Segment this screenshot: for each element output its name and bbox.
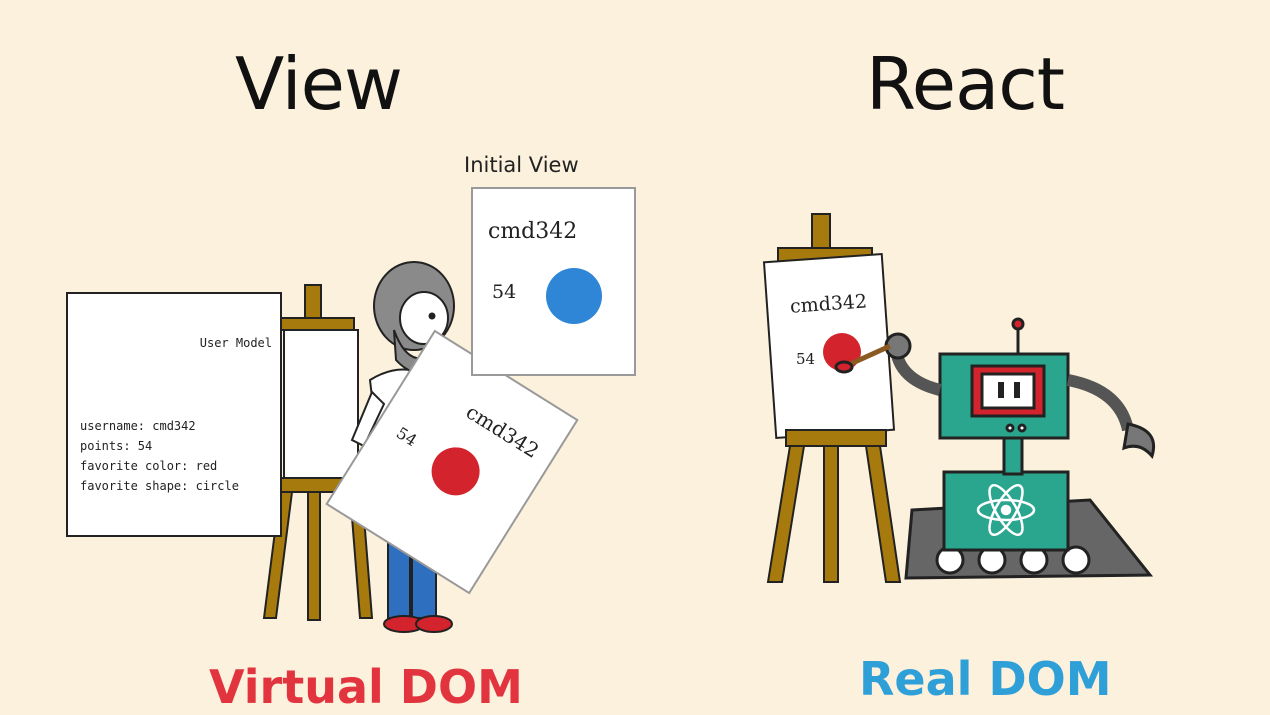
initial-view-label: Initial View: [464, 153, 579, 177]
robot: [834, 317, 1155, 580]
virtual-dom-caption: Virtual DOM: [209, 660, 523, 714]
right-easel: [762, 213, 902, 583]
initial-view-points: 54: [492, 281, 516, 303]
real-dom-caption: Real DOM: [859, 652, 1112, 706]
canvas-username: cmd342: [789, 290, 867, 317]
react-canvas: cmd342 54: [789, 290, 868, 371]
react-title: React: [866, 42, 1065, 126]
view-title: View: [235, 42, 403, 126]
react-logo-icon: [976, 483, 1036, 537]
left-easel: [262, 284, 374, 621]
user-model-box: User Model username: cmd342 points: 54 f…: [66, 292, 282, 537]
user-model-title: User Model: [199, 336, 272, 350]
initial-view-circle: [546, 268, 602, 324]
updated-view-circle: [431, 447, 480, 496]
updated-view-card: cmd342 54: [325, 329, 579, 595]
initial-view-username: cmd342: [488, 219, 577, 244]
user-model-fields: username: cmd342 points: 54 favorite col…: [80, 416, 239, 496]
user-model-line: favorite shape: circle: [80, 479, 239, 493]
user-model-line: points: 54: [80, 439, 153, 453]
initial-view-card: cmd342 54: [471, 187, 636, 376]
canvas-points: 54: [796, 350, 815, 368]
user-model-line: username: cmd342: [80, 419, 196, 433]
user-model-line: favorite color: red: [80, 459, 218, 473]
